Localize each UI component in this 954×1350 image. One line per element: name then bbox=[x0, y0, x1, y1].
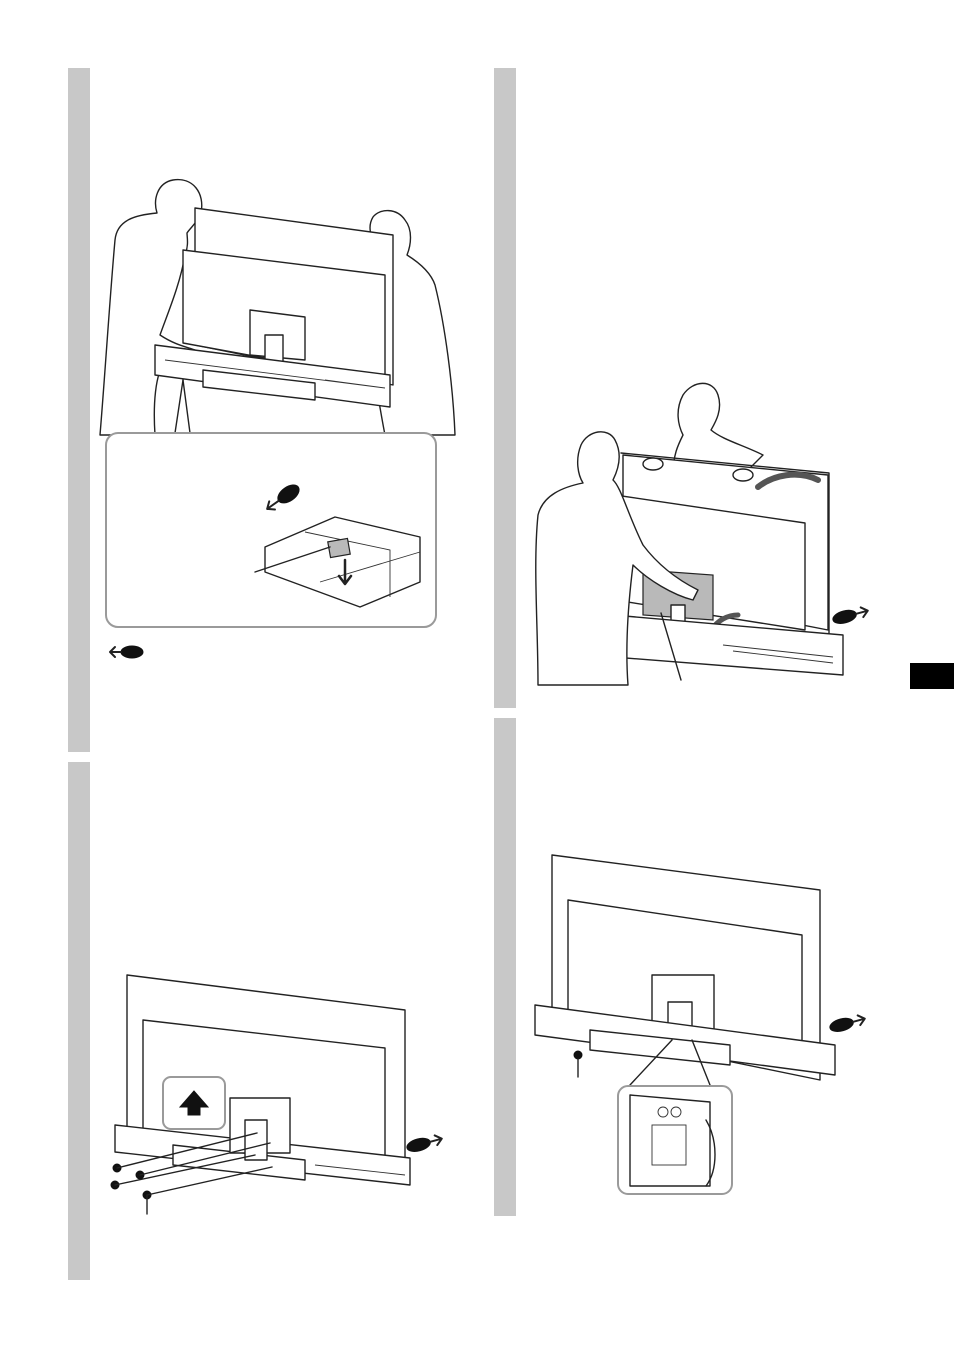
step-4-bar bbox=[494, 718, 516, 1216]
step-2-illustration bbox=[533, 375, 873, 685]
step-2-bar bbox=[494, 68, 516, 708]
screw-icon bbox=[143, 1167, 272, 1199]
step-1-bar bbox=[68, 68, 90, 752]
hand-pointer-arrow-icon bbox=[405, 1133, 443, 1154]
step-3-bar bbox=[68, 762, 90, 1280]
hand-pointer-arrow-icon bbox=[831, 605, 869, 626]
hand-pointer-arrow-icon bbox=[828, 1013, 866, 1034]
step-3-illustration bbox=[105, 970, 475, 1220]
hand-pointer-left-icon bbox=[108, 643, 144, 661]
step-4-illustration bbox=[530, 850, 870, 1200]
section-tab-marker bbox=[910, 663, 954, 689]
step-1-callout bbox=[105, 432, 437, 628]
screw-icon bbox=[574, 1051, 582, 1077]
